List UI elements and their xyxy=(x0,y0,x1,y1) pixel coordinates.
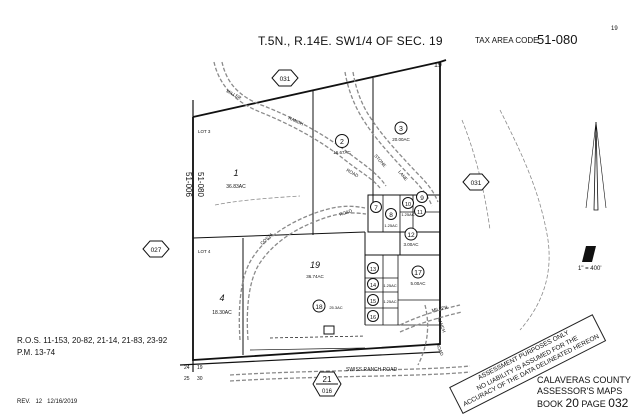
road-label: MILLER xyxy=(226,88,243,100)
parcel-area: 18.30AC xyxy=(212,310,232,316)
parcel-area: 3.00AC xyxy=(403,242,419,247)
road-label: ROAD xyxy=(339,208,354,217)
parcel-number: 19 xyxy=(310,260,320,270)
hex-ref-west xyxy=(142,240,170,258)
parcel-number: 2 xyxy=(340,139,344,146)
parcel-area: 25.3AC xyxy=(329,305,342,310)
parcel-area: 36.74AC xyxy=(306,274,324,279)
lot-label: LOT 3 xyxy=(198,129,211,134)
book-page: BOOK 20 PAGE 032 xyxy=(537,396,629,410)
pm-note: P.M. 13-74 xyxy=(17,348,56,357)
parcel-area: 1.25AC xyxy=(383,283,396,288)
parcel-number: 8 xyxy=(389,212,393,219)
parcel-area: 5.00AC xyxy=(410,281,426,286)
hex-ref-label: 027 xyxy=(151,247,162,254)
road-label: MILLER xyxy=(431,305,449,313)
tax-area-label: TAX AREA CODE xyxy=(475,36,539,45)
parcel-area: 36.83AC xyxy=(226,184,246,190)
parcel-number: 1 xyxy=(233,168,238,178)
road-label: STONE xyxy=(373,153,387,168)
scale-label: 1" = 400' xyxy=(578,266,602,272)
map-title: T.5N., R.14E. SW1/4 OF SEC. 19 xyxy=(258,34,443,48)
road-miller-ranch xyxy=(213,61,381,189)
parcel-area: 1.25AC xyxy=(383,299,396,304)
road-label: COSTA xyxy=(259,232,274,246)
section-corner: 24 xyxy=(184,365,190,371)
parcel-number: 13 xyxy=(370,267,376,273)
parcel-number: 12 xyxy=(407,232,415,239)
road-label: LANE xyxy=(397,169,408,181)
road-label: RANCH xyxy=(288,115,305,126)
parcel-number: 15 xyxy=(370,299,376,305)
county-name: CALAVERAS COUNTY xyxy=(537,375,631,385)
parcel-number: 14 xyxy=(370,283,376,289)
parcel-number: 7 xyxy=(374,205,378,212)
page-corner-number: 19 xyxy=(611,26,618,32)
road-label: ROAD xyxy=(346,168,360,179)
parcel-area: 16.67AC xyxy=(333,150,351,155)
hex-ref-label: 031 xyxy=(471,180,482,187)
book-ref: 51-006 xyxy=(184,172,193,197)
parcel-number: 11 xyxy=(417,210,423,216)
revision-note: REV. 12 12/16/2019 xyxy=(17,399,78,405)
hex-ref-label: 21 xyxy=(323,375,332,384)
section-corner: 25 xyxy=(184,376,190,382)
parcel-number: 16 xyxy=(370,315,376,321)
ros-note: R.O.S. 11-153, 20-82, 21-14, 21-83, 23-9… xyxy=(17,336,168,345)
road-label: RANCH xyxy=(436,317,447,334)
hex-ref-label: 031 xyxy=(280,76,291,83)
parcel-number: 9 xyxy=(420,195,424,202)
parcel-number: 3 xyxy=(399,126,403,133)
section-corner: 19 xyxy=(197,365,203,371)
parcel-number: 17 xyxy=(414,270,422,277)
parcel-area: 1.25AC xyxy=(401,212,414,217)
lot-label: LOT 4 xyxy=(198,249,211,254)
assessor-maps: ASSESSOR'S MAPS xyxy=(537,386,623,396)
hex-ref-north xyxy=(271,69,299,87)
parcel-number: 18 xyxy=(315,304,323,311)
road-label: SWISS RANCH ROAD xyxy=(346,367,398,373)
corner-number: 19 xyxy=(434,62,442,69)
hex-ref-label: 016 xyxy=(322,389,333,395)
parcel-area: 1.25AC xyxy=(384,223,397,228)
book-ref: 51-080 xyxy=(196,172,205,197)
section-corner: 30 xyxy=(197,376,203,382)
parcel-number: 10 xyxy=(405,202,411,208)
hex-ref-east xyxy=(462,173,490,191)
tax-area-code: 51-080 xyxy=(537,32,578,47)
lot-line xyxy=(192,231,366,239)
parcel-area: 20.00AC xyxy=(392,137,410,142)
parcel-number: 4 xyxy=(219,293,224,303)
road-label: ROAD xyxy=(435,343,445,358)
